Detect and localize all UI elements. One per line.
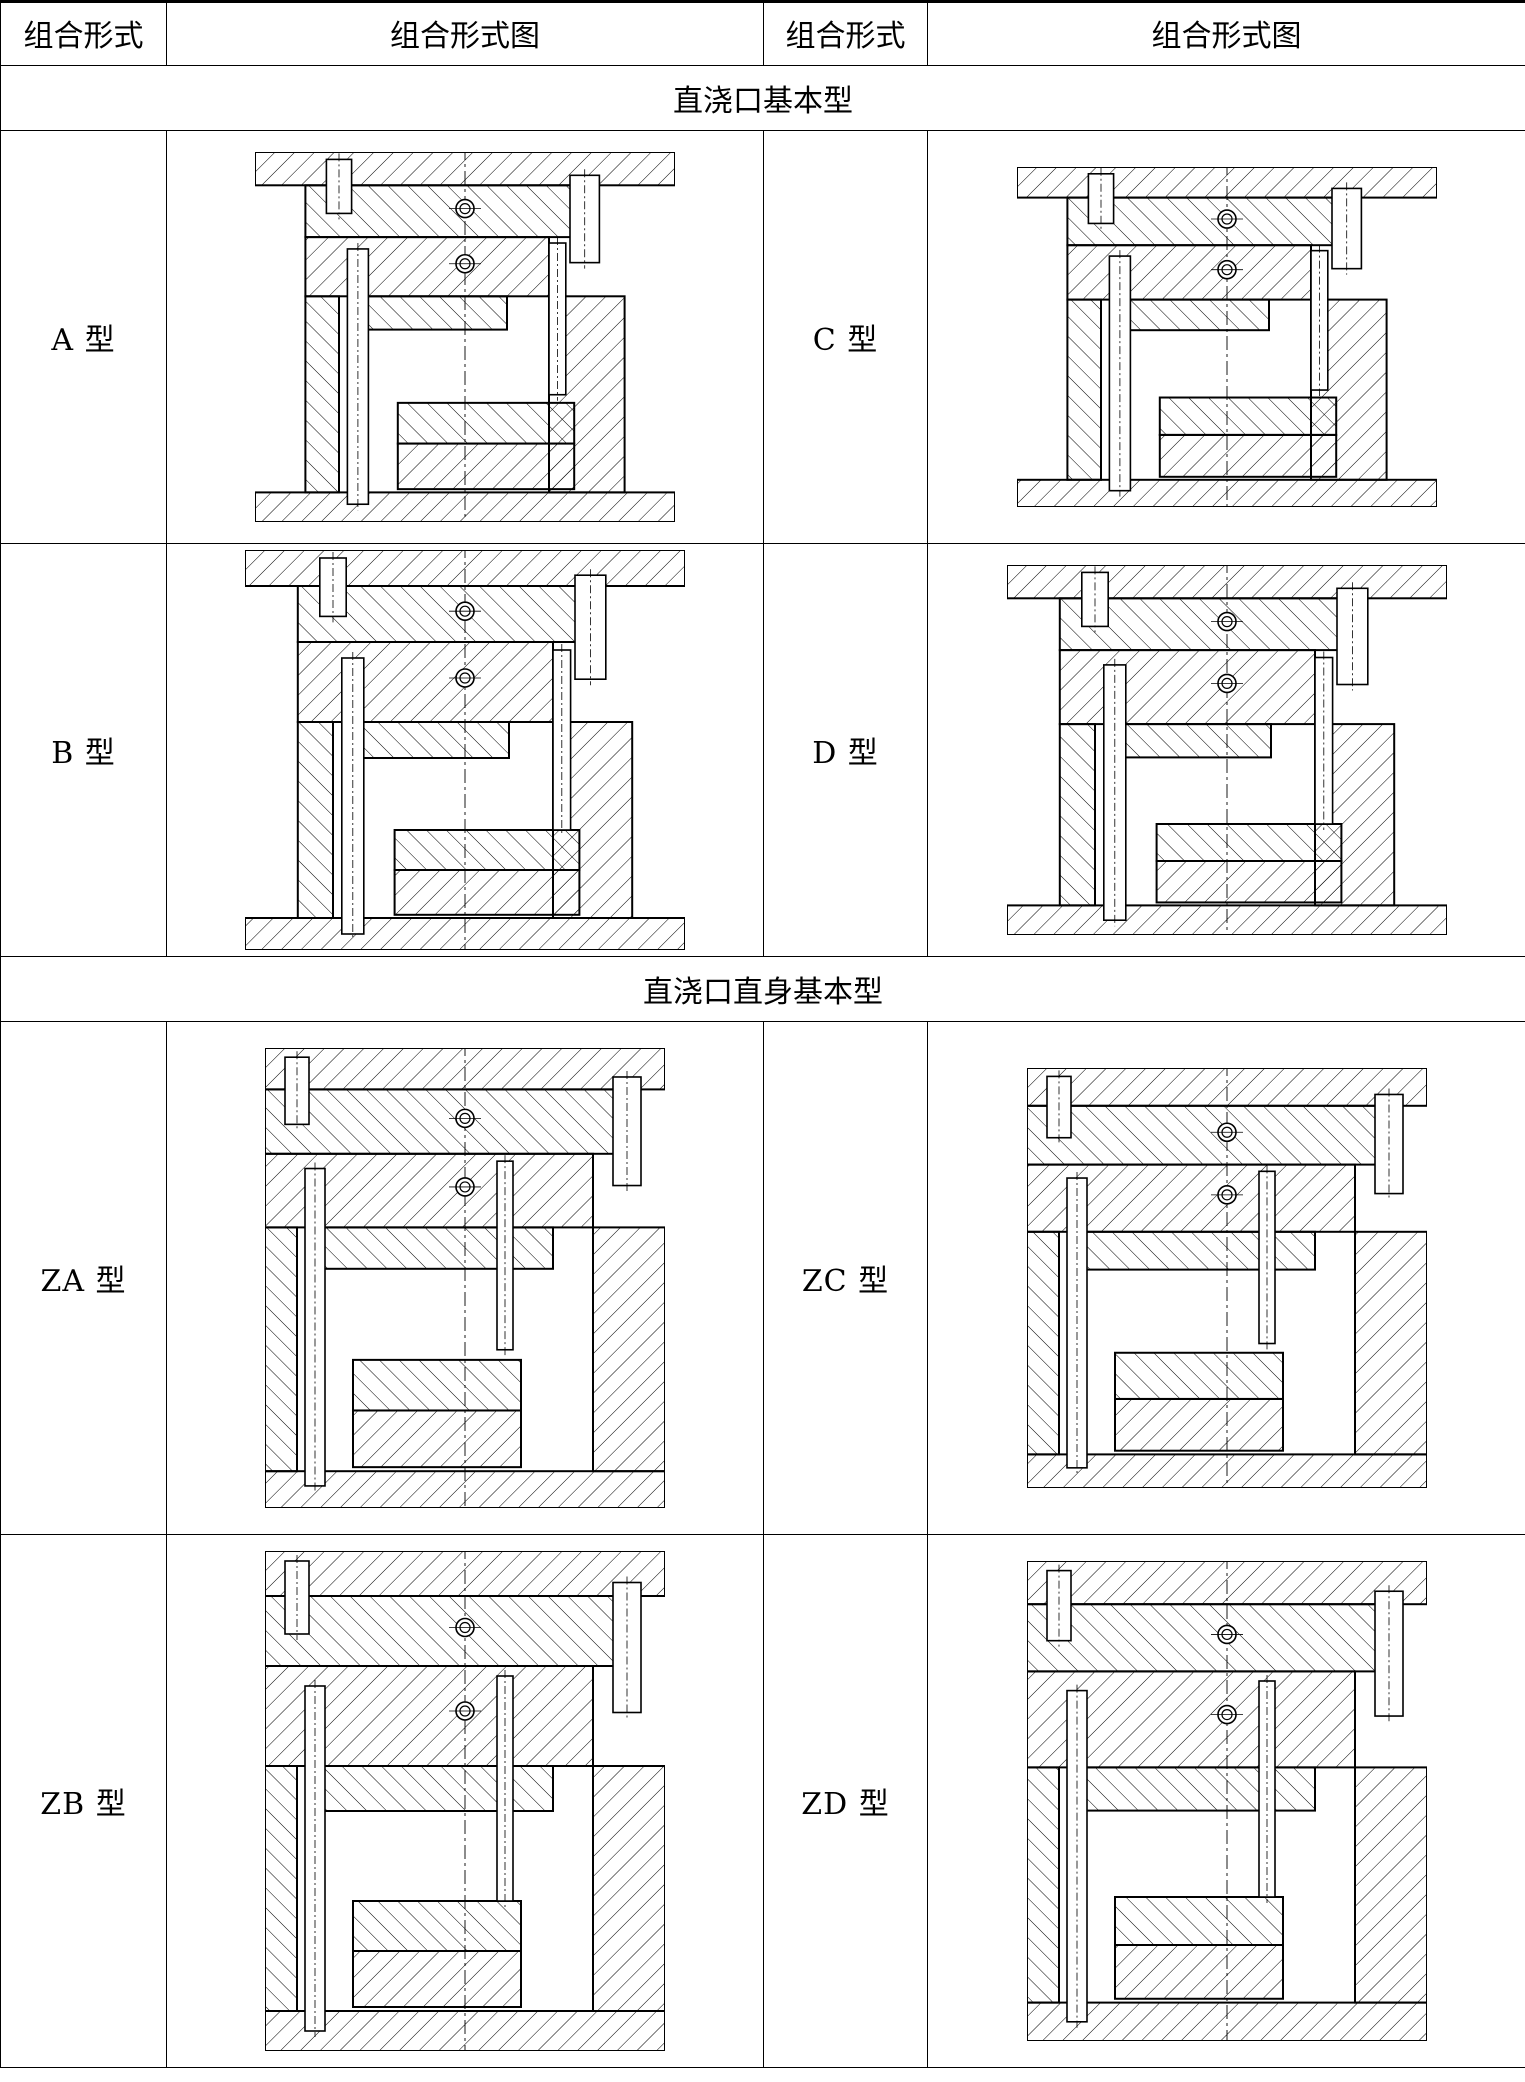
cavity-plate [265, 1088, 618, 1155]
spacer-block [304, 295, 340, 494]
support-plate [312, 1765, 554, 1812]
type-label: B 型 [0, 543, 167, 957]
figure-cell [166, 1021, 764, 1535]
section-title-row: 直浇口基本型 [0, 65, 1525, 131]
section-title: 直浇口直身基本型 [0, 956, 1525, 1022]
header-figure-right: 组合形式图 [927, 0, 1525, 66]
spacer-block [1353, 1766, 1427, 2004]
figure-cell [927, 543, 1525, 957]
ejector-plate [1113, 1397, 1284, 1452]
type-row: ZB 型 ZD 型 [0, 1534, 1525, 2068]
cavity-plate [1026, 1603, 1380, 1673]
type-label: ZD 型 [763, 1534, 928, 2068]
header-figure-left: 组合形式图 [166, 0, 764, 66]
spacer-block [592, 1226, 665, 1473]
core-plate [296, 641, 554, 723]
figure-cell [927, 130, 1525, 544]
spacer-block [265, 1226, 298, 1473]
mold-assembly-drawing-b-icon [245, 550, 685, 950]
mold-assembly-drawing-zc-icon [1026, 1068, 1427, 1488]
mold-assembly-drawing-zb-icon [265, 1551, 665, 2051]
ejector-retainer-plate [1113, 1351, 1284, 1400]
ejector-plate [1155, 860, 1342, 904]
type-label: ZC 型 [763, 1021, 928, 1535]
support-plate [312, 1226, 554, 1270]
type-label: A 型 [0, 130, 167, 544]
support-plate [1116, 298, 1270, 332]
cavity-plate [265, 1595, 618, 1667]
ejector-retainer-plate [1155, 823, 1342, 862]
type-label: C 型 [763, 130, 928, 544]
section-title: 直浇口基本型 [0, 65, 1525, 131]
ejector-plate [396, 442, 576, 491]
type-row: ZA 型 ZC 型 [0, 1021, 1525, 1535]
mold-assembly-drawing-c-icon [1016, 167, 1437, 507]
ejector-retainer-plate [396, 401, 576, 445]
type-label: ZB 型 [0, 1534, 167, 2068]
ejector-retainer-plate [1158, 396, 1337, 436]
header-form-left: 组合形式 [0, 0, 167, 66]
core-plate [1058, 649, 1316, 726]
type-row: A 型 C 型 [0, 130, 1525, 544]
mold-assembly-drawing-za-icon [265, 1048, 665, 1508]
ejector-plate [352, 1409, 522, 1469]
ejector-plate [352, 1950, 522, 2008]
mold-assembly-drawing-zd-icon [1026, 1561, 1427, 2041]
figure-cell [166, 130, 764, 544]
type-label: ZA 型 [0, 1021, 167, 1535]
support-plate [354, 295, 508, 331]
spacer-block [296, 721, 334, 919]
type-label: D 型 [763, 543, 928, 957]
figure-cell [927, 1534, 1525, 2068]
spacer-block [1026, 1766, 1060, 2004]
spacer-block [265, 1765, 298, 2012]
type-row: B 型 D 型 [0, 543, 1525, 957]
cavity-plate [1026, 1104, 1380, 1166]
figure-cell [166, 1534, 764, 2068]
spacer-block [1353, 1230, 1427, 1456]
ejector-retainer-plate [352, 1358, 522, 1412]
section-title-row: 直浇口直身基本型 [0, 956, 1525, 1022]
spacer-block [1026, 1230, 1060, 1456]
support-plate [1073, 1230, 1316, 1271]
core-plate [1065, 244, 1312, 301]
spacer-block [1065, 298, 1102, 481]
ejector-plate [393, 869, 581, 916]
ejector-plate [1158, 433, 1337, 478]
figure-cell [166, 543, 764, 957]
support-plate [1073, 1766, 1316, 1812]
spacer-block [592, 1765, 665, 2012]
core-plate [304, 236, 551, 298]
support-plate [1111, 723, 1272, 759]
header-row: 组合形式 组合形式图 组合形式 组合形式图 [0, 0, 1525, 66]
figure-cell [927, 1021, 1525, 1535]
mold-assembly-drawing-d-icon [1006, 565, 1447, 935]
ejector-plate [1113, 1944, 1284, 2000]
spacer-block [1058, 723, 1096, 907]
ejector-retainer-plate [1113, 1896, 1284, 1946]
mold-assembly-drawing-a-icon [255, 152, 675, 522]
ejector-retainer-plate [393, 829, 581, 871]
header-form-right: 组合形式 [763, 0, 928, 66]
ejector-retainer-plate [352, 1900, 522, 1952]
support-plate [349, 721, 510, 759]
